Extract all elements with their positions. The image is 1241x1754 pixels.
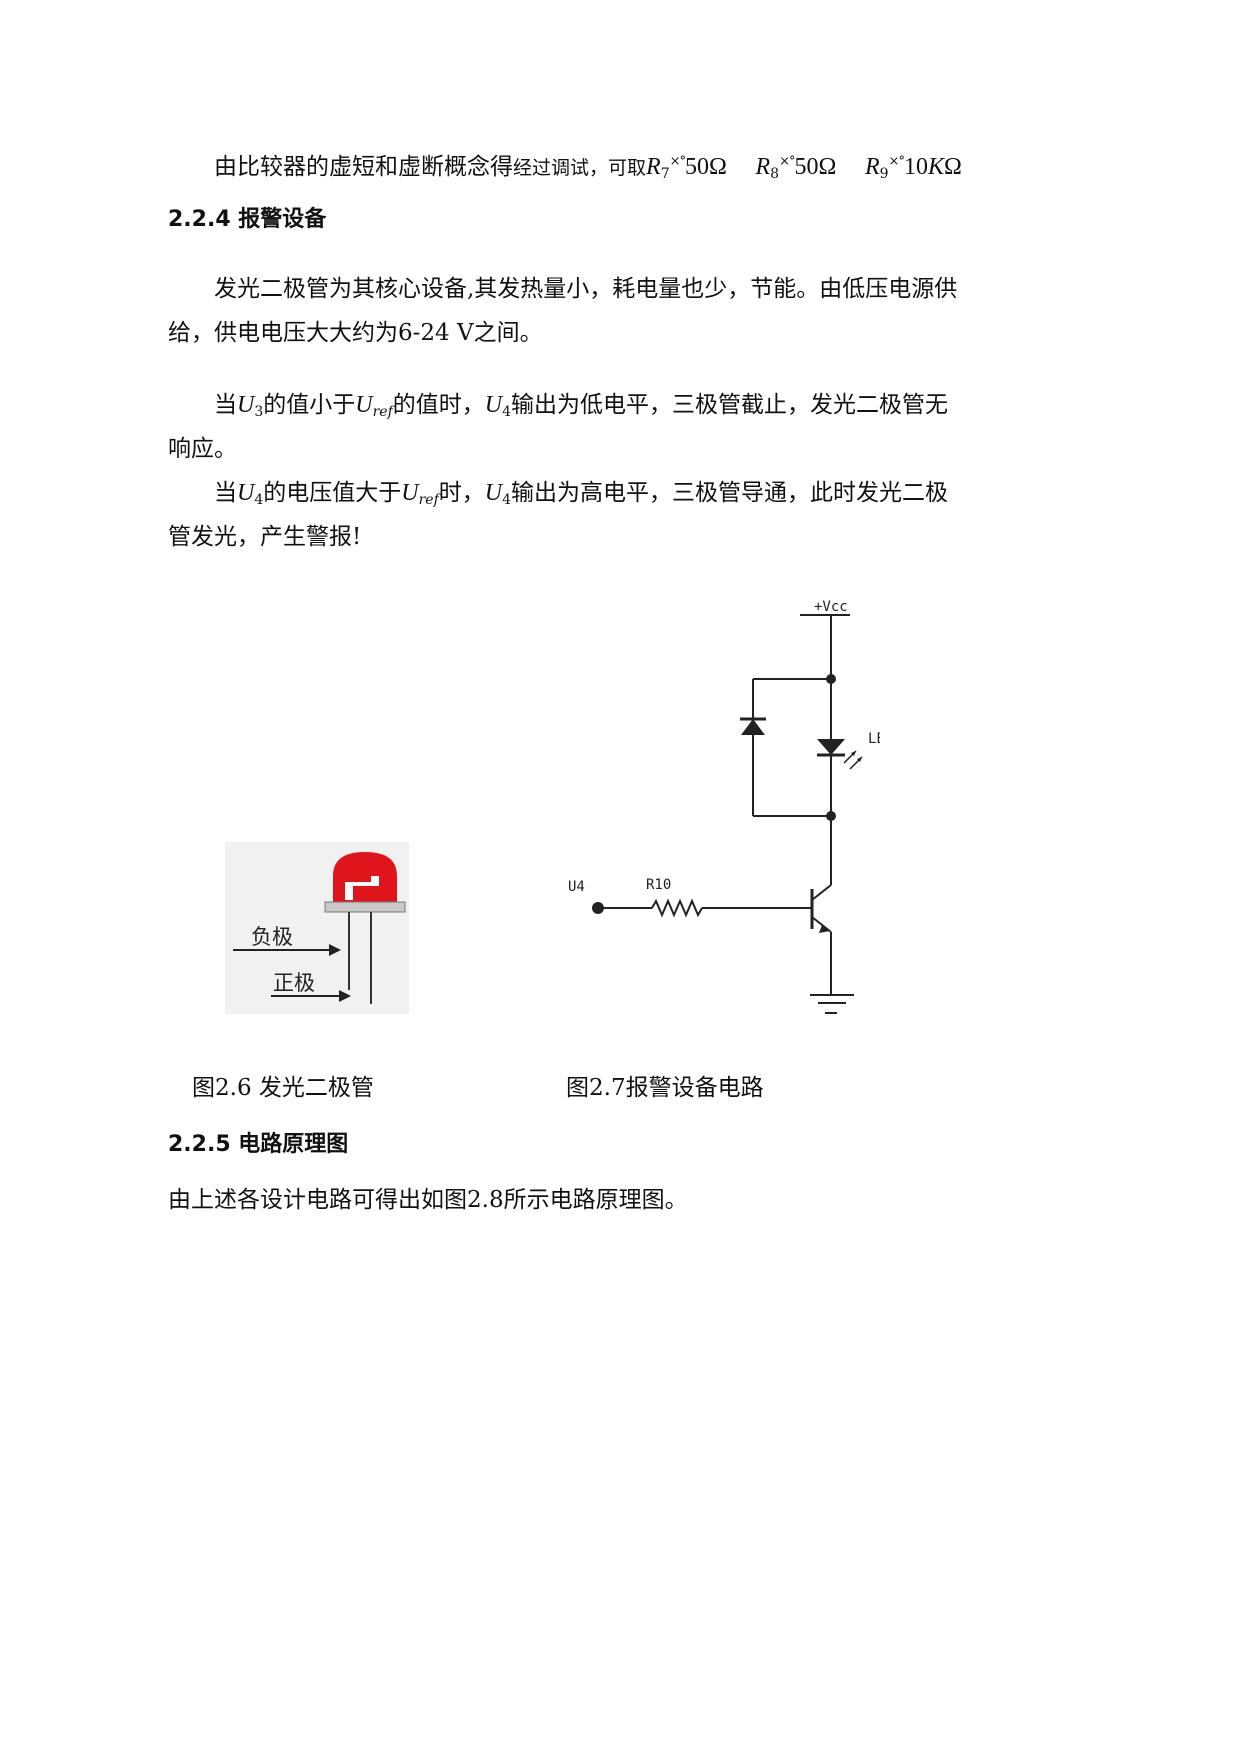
section-heading-225: 2.2.5 电路原理图 [168,1132,349,1157]
paragraph-comparator-small-text: 经过调试，可取 [513,157,647,179]
paragraph-comparator: 由比较器的虚短和虚断概念得经过调试，可取R7×°50Ω R8×°50Ω R9×°… [214,145,962,191]
paragraph-high-level: 当U4的电压值大于Uref时，U4输出为高电平，三极管导通，此时发光二极 [214,476,948,517]
paragraph-low-level-pre: 当 [214,392,237,418]
figure-led-illustration: 负极 正极 [225,842,409,1014]
paragraph-high-level-rest: 输出为高电平，三极管导通，此时发光二极 [511,480,949,506]
r9-approx: ×° [888,154,905,169]
figure-alarm-circuit: +Vcc LED U4 R10 [568,599,880,1014]
junction-top [826,674,836,684]
paragraph-low-level-rest: 输出为低电平，三极管截止，发光二极管无 [511,392,949,418]
paragraph-high-level-mid1: 的电压值大于 [263,480,402,506]
led-arrowhead-2 [857,757,862,762]
paragraph-comparator-text: 由比较器的虚短和虚断概念得 [214,154,513,180]
r9-value-k: K [927,154,944,180]
section-heading-224: 2.2.4 报警设备 [168,207,327,232]
r9-symbol: R [864,154,880,180]
led-die [345,876,379,900]
u4-symbol: U [484,392,503,418]
paragraph-low-level: 当U3的值小于Uref的值时，U4输出为低电平，三极管截止，发光二极管无 [214,388,948,429]
cathode-label: 负极 [251,925,293,949]
led-label: LED [868,731,880,747]
u4-subscript: 4 [502,404,512,420]
r8-subscript: 8 [770,166,780,182]
junction-bottom [826,811,836,821]
r7-subscript: 7 [660,166,670,182]
resistor-r10-label: R10 [646,877,671,893]
r8-symbol: R [755,154,771,180]
r7-approx: ×° [669,154,686,169]
paragraph-low-level-mid1: 的值小于 [263,392,356,418]
input-terminal [592,902,604,914]
cathode-arrow-head [329,944,341,956]
led-triangle [817,739,845,755]
uref2-subscript: ref [418,492,439,508]
led-base-rim [324,901,406,913]
resistor-r10 [651,898,703,918]
transistor-collector [811,884,832,901]
u3-subscript: 3 [254,404,264,420]
led-arrowhead-1 [851,751,856,756]
vcc-label: +Vcc [814,599,848,615]
uref-symbol: U [355,392,373,418]
uref2-symbol: U [401,480,419,506]
u4b-symbol: U [484,480,503,506]
emitter-arrow [819,925,830,933]
u3-symbol: U [237,392,255,418]
caption-figure-26: 图2.6 发光二极管 [192,1075,374,1101]
r8-approx: ×° [779,154,795,169]
anode-label: 正极 [273,971,315,995]
paragraph-low-level-line2: 响应。 [168,436,237,462]
r7-symbol: R [646,154,661,180]
uref-subscript: ref [372,404,393,420]
paragraph-low-level-mid2: 的值时， [392,392,485,418]
caption-figure-27: 图2.7报警设备电路 [566,1075,764,1101]
anode-arrow-head [339,990,351,1002]
r7-value: 50Ω [685,154,727,180]
paragraph-led-line1: 发光二极管为其核心设备,其发热量小，耗电量也少，节能。由低压电源供 [214,276,958,302]
left-diode-triangle [741,719,765,735]
u4a-subscript: 4 [254,492,264,508]
paragraph-led-line2: 给，供电电压大大约为6-24 V之间。 [168,320,543,346]
paragraph-high-level-line2: 管发光，产生警报! [168,524,362,550]
paragraph-circuit-diagram: 由上述各设计电路可得出如图2.8所示电路原理图。 [168,1187,688,1213]
r9-value-unit: Ω [943,154,962,180]
input-u4-label: U4 [568,879,585,895]
r8-value: 50Ω [794,154,837,180]
r9-value-number: 10 [903,154,928,180]
paragraph-high-level-mid2: 时， [438,480,485,506]
led-dome [333,852,397,902]
u4b-subscript: 4 [502,492,512,508]
r9-subscript: 9 [879,166,889,182]
u4a-symbol: U [237,480,255,506]
paragraph-high-level-pre: 当 [214,480,237,506]
